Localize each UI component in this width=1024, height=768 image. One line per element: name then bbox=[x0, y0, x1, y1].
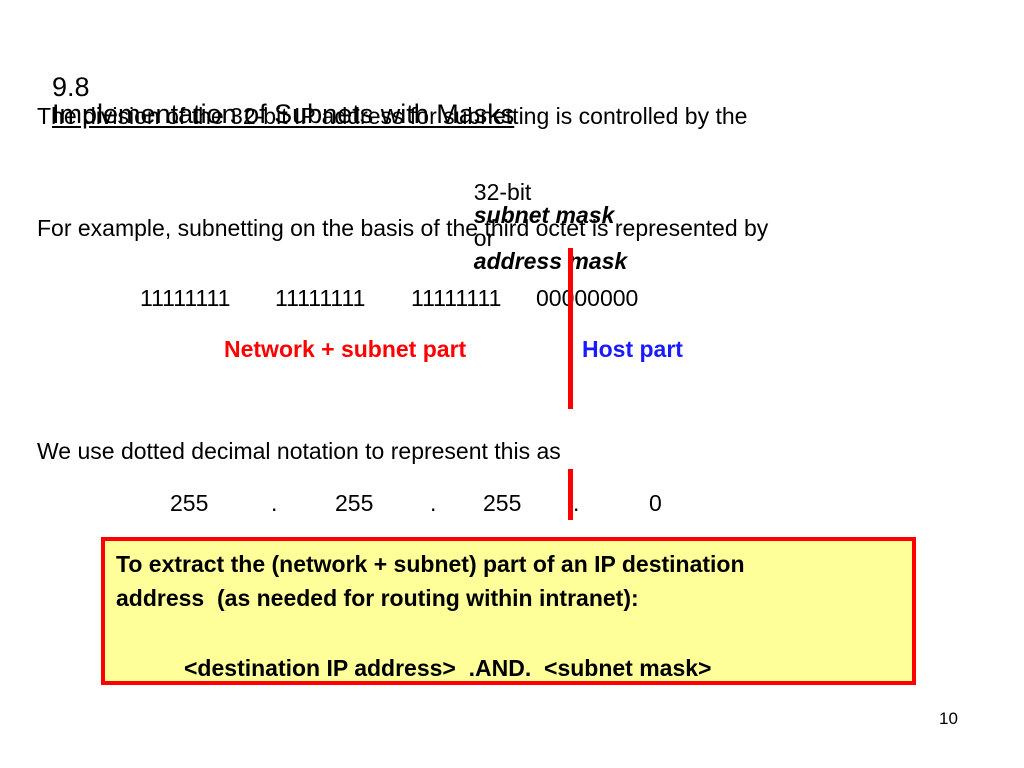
address-mask-term: address mask bbox=[473, 248, 628, 274]
callout-line-2: address (as needed for routing within in… bbox=[116, 585, 639, 611]
binary-octet: 11111111 bbox=[275, 285, 366, 311]
section-heading: Implementation of Subnets with Masks bbox=[52, 99, 515, 129]
host-part-label: Host part bbox=[582, 336, 683, 362]
network-subnet-label: Network + subnet part bbox=[224, 336, 467, 362]
page-number: 10 bbox=[939, 709, 958, 728]
dotted-text: We use dotted decimal notation to repres… bbox=[37, 438, 561, 464]
dotted-separator: . bbox=[271, 490, 278, 516]
callout-box: To extract the (network + subnet) part o… bbox=[101, 537, 916, 685]
dotted-separator: . bbox=[573, 490, 580, 516]
mask-line: 32-bit subnet mask or address mask bbox=[461, 158, 627, 273]
callout-formula: <destination IP address> .AND. <subnet m… bbox=[184, 655, 712, 681]
binary-octet: 11111111 bbox=[140, 285, 231, 311]
example-text: For example, subnetting on the basis of … bbox=[37, 215, 769, 241]
slide-title: 9.8 Implementation of Subnets with Masks bbox=[37, 47, 514, 128]
dotted-divider bbox=[568, 469, 573, 520]
binary-mask-row: 11111111 11111111 11111111 00000000 bbox=[0, 287, 1024, 313]
dotted-value: 255 bbox=[483, 490, 522, 516]
dotted-separator: . bbox=[430, 490, 437, 516]
mask-prefix: 32-bit bbox=[473, 179, 532, 205]
dotted-value: 0 bbox=[649, 490, 662, 516]
section-number: 9.8 bbox=[52, 72, 90, 102]
dotted-decimal-row: 255 . 255 . 255 . 0 bbox=[0, 492, 1024, 518]
subnet-mask-term: subnet mask bbox=[473, 202, 615, 228]
network-host-divider bbox=[568, 248, 573, 409]
callout-line-1: To extract the (network + subnet) part o… bbox=[116, 551, 745, 577]
binary-octet: 00000000 bbox=[536, 285, 639, 311]
binary-octet: 11111111 bbox=[411, 285, 502, 311]
dotted-value: 255 bbox=[335, 490, 374, 516]
intro-text: The division of the 32-bit IP address fo… bbox=[37, 103, 748, 129]
dotted-value: 255 bbox=[170, 490, 209, 516]
or-word: or bbox=[473, 225, 495, 251]
